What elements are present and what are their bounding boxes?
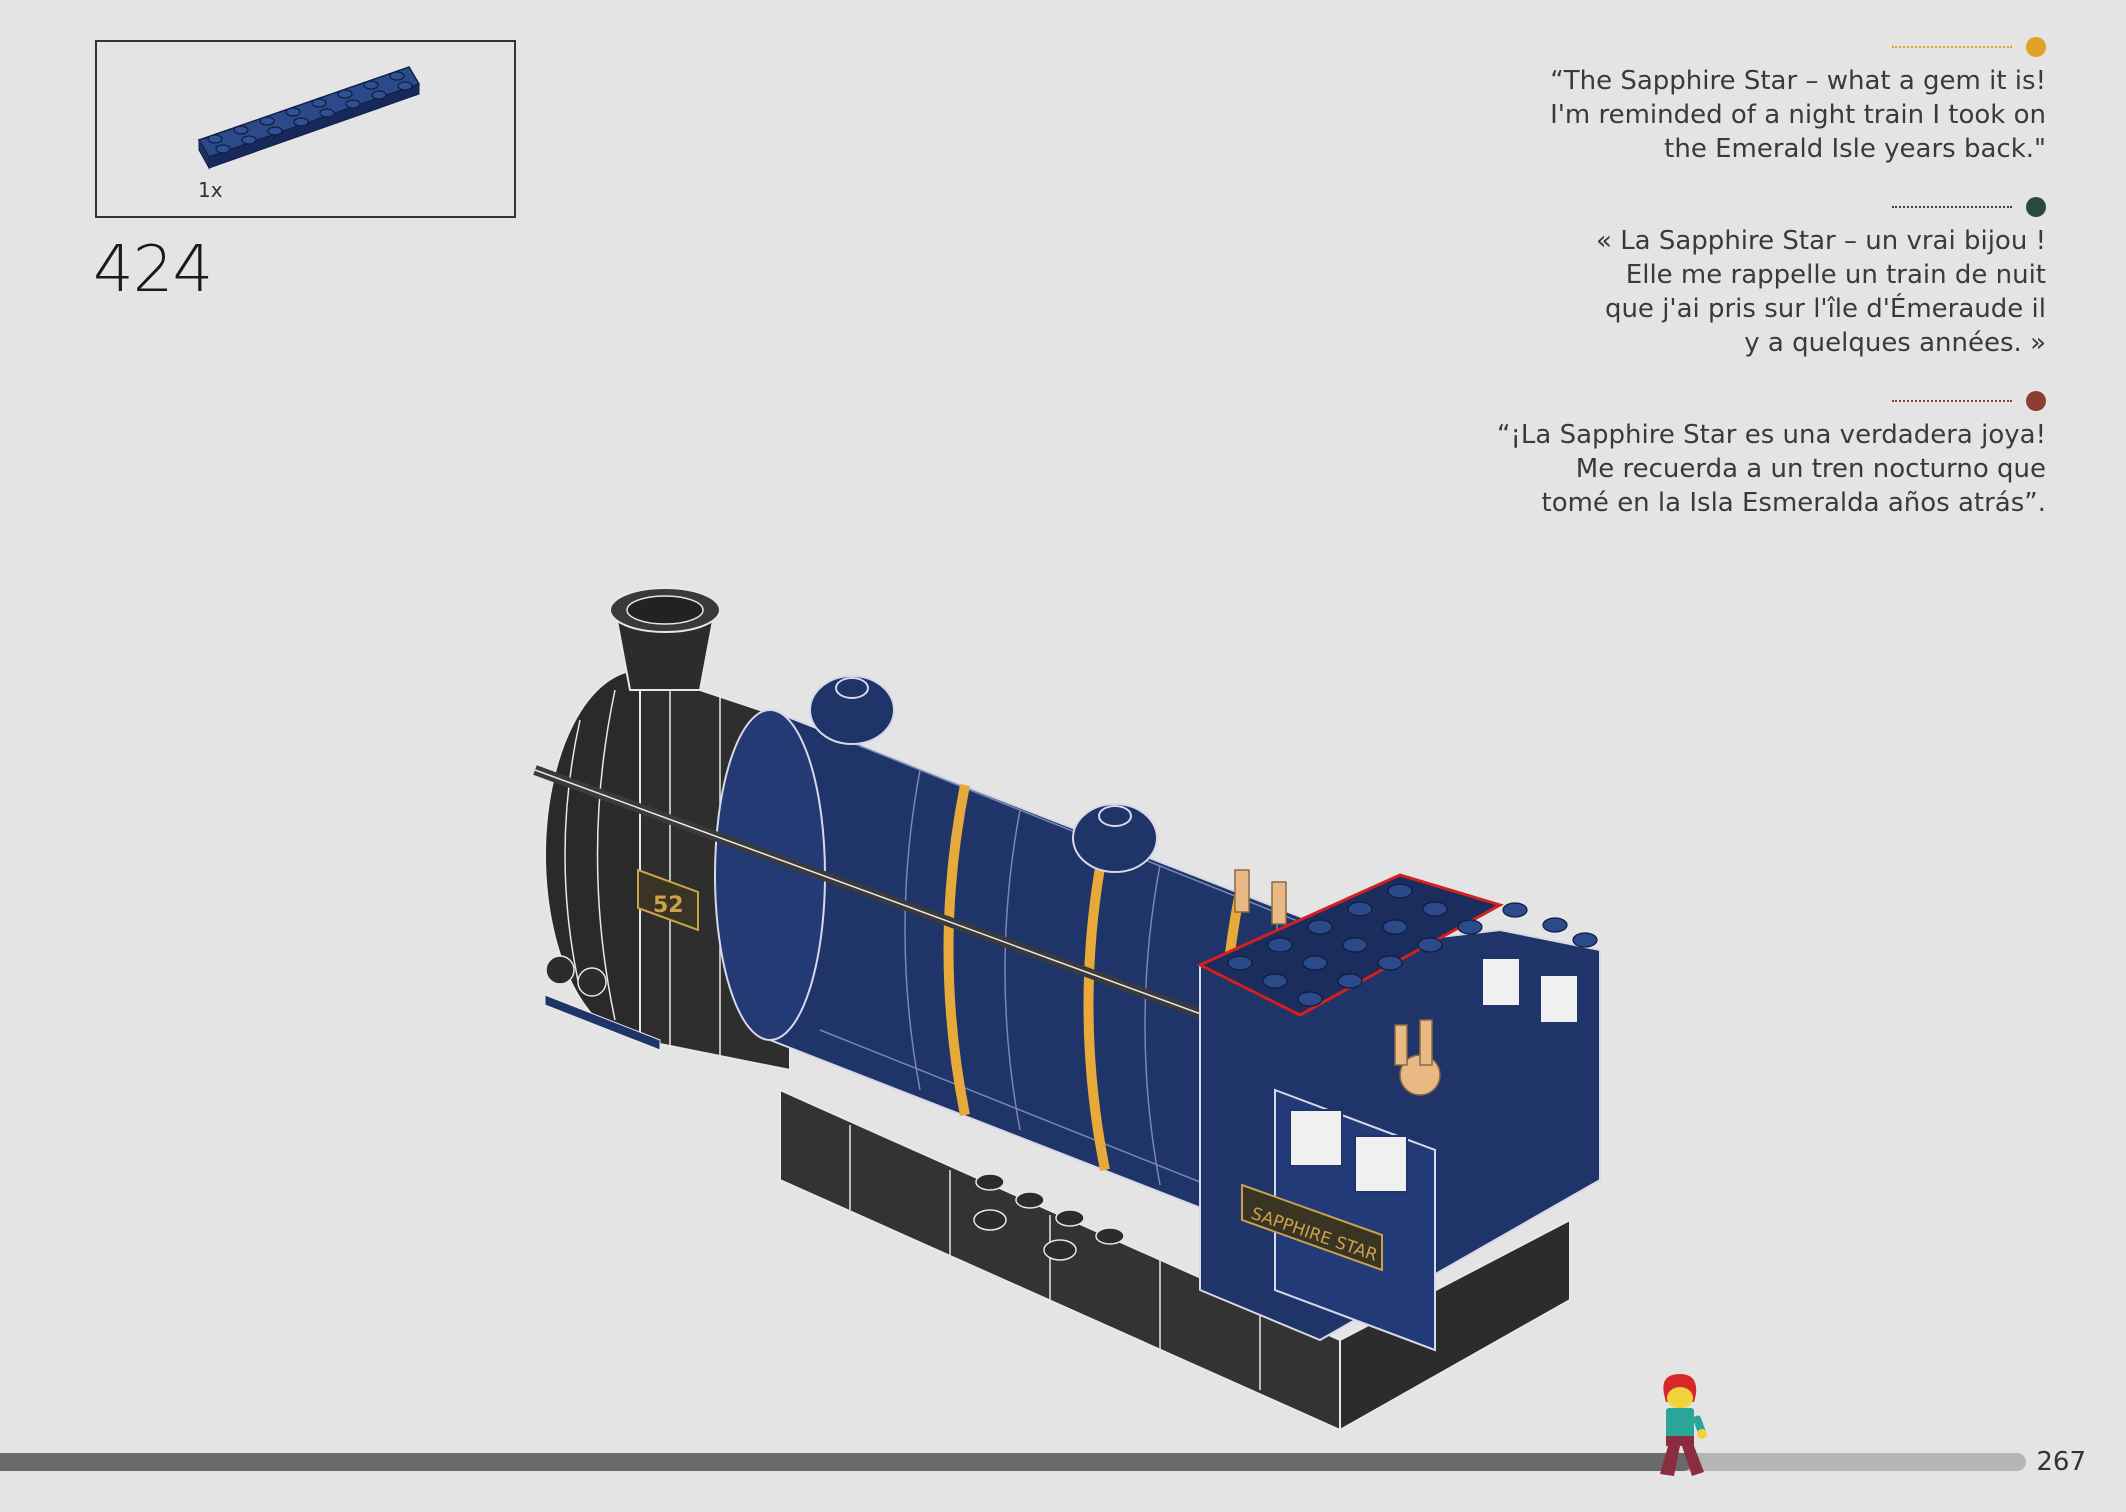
- walking-minifigure-icon: [1660, 1374, 1707, 1476]
- parts-callout: 1x: [95, 40, 516, 218]
- quote-line: I'm reminded of a night train I took on: [1550, 100, 2046, 130]
- red-dot-icon: [2026, 391, 2046, 411]
- part-quantity: 1x: [198, 178, 223, 202]
- steam-locomotive-illustration: 52 SAPPHIRE STAR: [533, 587, 1601, 1432]
- number-plate-text: 52: [653, 893, 684, 918]
- quote-line: y a quelques années. »: [1744, 328, 2046, 358]
- dotted-line: [1892, 400, 2012, 402]
- step-number: 424: [93, 233, 213, 307]
- build-progress-bar: [0, 1453, 2026, 1471]
- quote-line: Elle me rappelle un train de nuit: [1625, 260, 2046, 290]
- quote-line: “¡La Sapphire Star es una verdadera joya…: [1497, 420, 2046, 450]
- dotted-line: [1892, 46, 2012, 48]
- quote-line: Me recuerda a un tren nocturno que: [1575, 454, 2046, 484]
- quote-marker: [1426, 196, 2046, 218]
- quote-marker: [1426, 36, 2046, 58]
- green-dot-icon: [2026, 197, 2046, 217]
- quote-line: tomé en la Isla Esmeralda años atrás”.: [1541, 488, 2047, 518]
- dotted-line: [1892, 206, 2012, 208]
- page-number: 267: [2036, 1447, 2086, 1477]
- orange-dot-icon: [2026, 37, 2046, 57]
- quote-marker: [1426, 390, 2046, 412]
- build-progress-fill: [0, 1453, 1692, 1471]
- quote-line: “The Sapphire Star – what a gem it is!: [1550, 66, 2046, 96]
- quote-english: “The Sapphire Star – what a gem it is! I…: [1426, 36, 2046, 166]
- number-plate: 52: [637, 868, 699, 932]
- quote-line: the Emerald Isle years back.": [1664, 134, 2046, 164]
- quote-line: « La Sapphire Star – un vrai bijou !: [1596, 226, 2046, 256]
- quote-panel: “The Sapphire Star – what a gem it is! I…: [1426, 36, 2046, 550]
- locomotive-model: 52 SAPPHIRE STAR: [520, 570, 1620, 1454]
- quote-line: que j'ai pris sur l'île d'Émeraude il: [1604, 294, 2046, 324]
- quote-french: « La Sapphire Star – un vrai bijou ! Ell…: [1426, 196, 2046, 360]
- blue-plate-2x8-icon: [197, 66, 421, 170]
- quote-spanish: “¡La Sapphire Star es una verdadera joya…: [1426, 390, 2046, 520]
